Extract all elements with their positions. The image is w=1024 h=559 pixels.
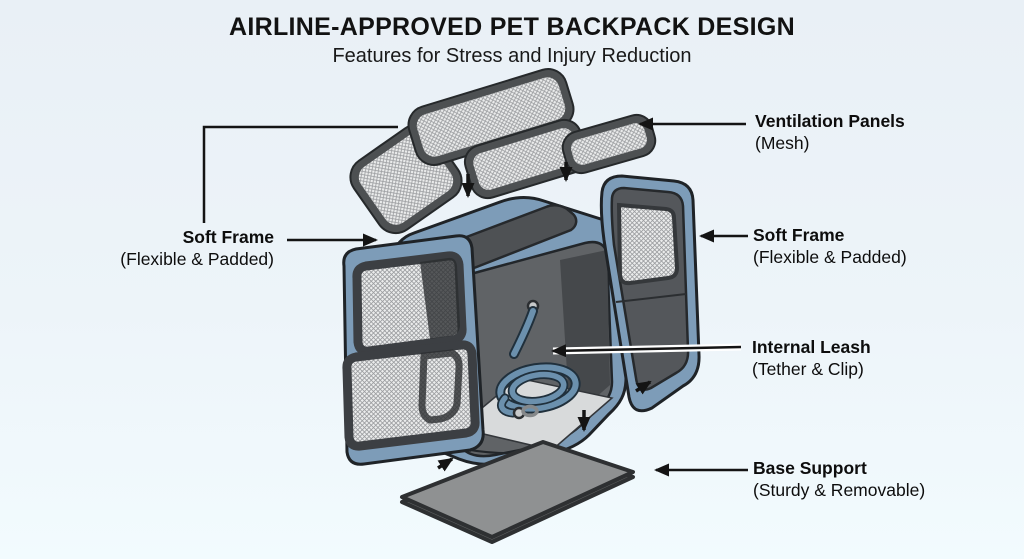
internal-leash-icon xyxy=(495,299,581,420)
explode-arrow-front-panel-icon xyxy=(437,457,454,472)
callout-base-support-label: Base Support xyxy=(753,458,867,478)
page-subtitle: Features for Stress and Injury Reduction xyxy=(332,45,692,67)
base-support-panel xyxy=(400,440,635,544)
front-panel-left xyxy=(342,234,485,466)
connector-line-soft-frame-left xyxy=(202,125,398,223)
callout-internal-leash: Internal Leash (Tether & Clip) xyxy=(752,336,871,380)
callout-ventilation-sub: (Mesh) xyxy=(755,133,810,153)
explode-arrow-side-panel-icon xyxy=(635,380,652,395)
callout-base-support: Base Support (Sturdy & Removable) xyxy=(753,457,925,501)
callout-soft-frame-left-sub: (Flexible & Padded) xyxy=(120,249,274,269)
callout-soft-frame-right: Soft Frame (Flexible & Padded) xyxy=(753,224,907,268)
ventilation-panel-right-icon xyxy=(561,113,657,175)
callout-soft-frame-left: Soft Frame (Flexible & Padded) xyxy=(60,226,274,270)
callout-ventilation-panels: Ventilation Panels (Mesh) xyxy=(755,110,905,154)
callout-soft-frame-right-label: Soft Frame xyxy=(753,225,845,245)
callout-internal-leash-sub: (Tether & Clip) xyxy=(752,359,864,379)
leader-internal-leash xyxy=(551,344,742,358)
callout-soft-frame-right-sub: (Flexible & Padded) xyxy=(753,247,907,267)
callout-base-support-sub: (Sturdy & Removable) xyxy=(753,480,926,500)
callout-ventilation-label: Ventilation Panels xyxy=(755,111,905,131)
callout-soft-frame-left-label: Soft Frame xyxy=(182,227,274,247)
page-title: AIRLINE-APPROVED PET BACKPACK DESIGN xyxy=(229,13,795,41)
callout-internal-leash-label: Internal Leash xyxy=(752,337,871,357)
